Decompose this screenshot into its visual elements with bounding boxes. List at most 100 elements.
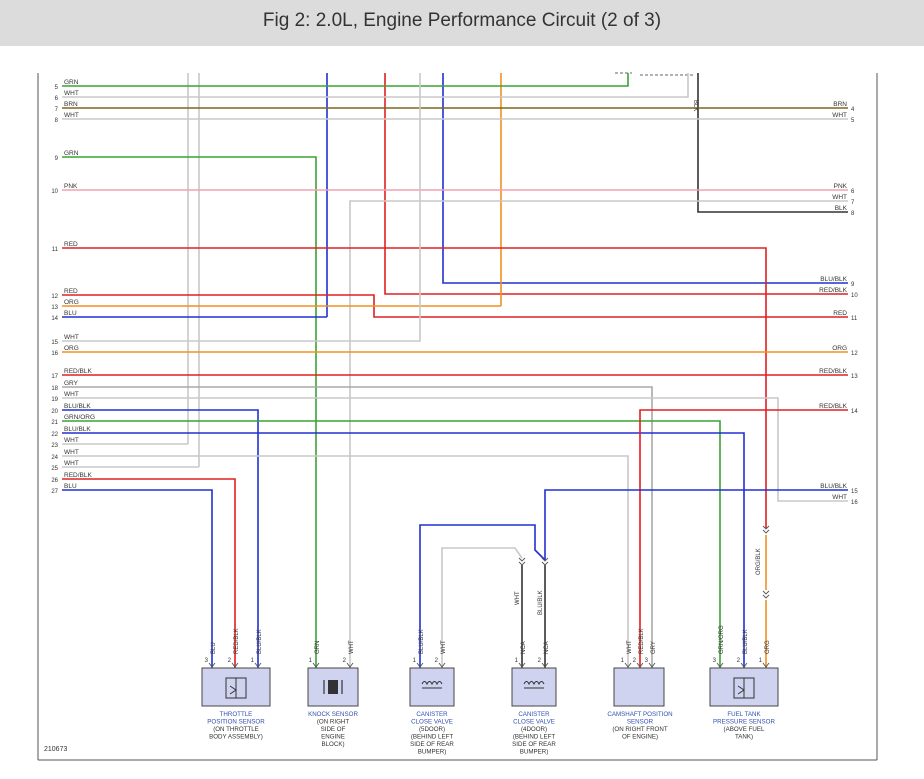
pin-number: 1 [251,658,255,664]
inline-label-nca-blublk: BLU/BLK [538,590,544,615]
title-bar: Fig 2: 2.0L, Engine Performance Circuit … [0,0,924,46]
left-pin-label: WHT [64,437,79,444]
right-pin-label: WHT [832,494,847,501]
pin-mark [740,662,748,668]
inline-label-orgblk: ORG/BLK [756,548,762,575]
pin-wire-label: NCA [544,641,550,654]
wire-can5-wht [441,547,523,668]
left-pin-label: WHT [64,334,79,341]
pin-wire-label: BLU/BLK [743,629,749,654]
connector-mark [762,590,770,595]
component-name: PRESSURE SENSOR [713,719,775,726]
pin-mark [716,662,724,668]
right-pin-label: WHT [832,194,847,201]
component-name: CAMSHAFT POSITION [607,711,672,718]
right-pin-number: 12 [851,351,858,357]
left-pin-number: 27 [51,489,58,495]
pin-number: 1 [515,658,519,664]
left-pin-number: 6 [55,96,59,102]
right-pin-number: 13 [851,374,858,380]
left-pin-label: GRN/ORG [64,414,95,421]
component-detail: (ABOVE FUEL [724,726,765,733]
left-pin-number: 19 [51,397,58,403]
wire-grn-5 [62,73,629,87]
pin-mark [231,662,239,668]
component-name: CANISTER [518,711,550,718]
pin-mark [208,662,216,668]
pin-wire-label: BLU/BLK [419,629,425,654]
wire-wht-24 [62,455,629,668]
pin-number: 1 [309,658,313,664]
left-pin-label: BLU [64,310,77,317]
left-pin-label: WHT [64,90,79,97]
pin-wire-label: BLU [211,642,217,654]
component-detail: (4DOOR) [521,726,547,733]
pin-number: 1 [621,658,625,664]
left-pin-number: 23 [51,443,58,449]
wire-red-blk-26 [62,478,236,668]
pin-mark [762,662,770,668]
pin-mark [624,662,632,668]
right-pin-label: RED/BLK [819,287,847,294]
right-pin-label: BLK [835,205,848,212]
knock-crystal [328,680,338,694]
connector-mark [541,557,549,562]
pin-number: 2 [633,658,637,664]
right-pin-label: RED [833,310,847,317]
right-pin-label: RED/BLK [819,368,847,375]
pin-mark [636,662,644,668]
component-name: CLOSE VALVE [411,719,453,726]
wire-wht-r7 [349,200,848,668]
component-detail: BUMPER) [418,749,447,756]
right-pin-label: RED/BLK [819,403,847,410]
left-pin-number: 5 [55,85,59,91]
left-pin-number: 13 [51,305,58,311]
left-pin-label: GRY [64,380,79,387]
right-pin-number: 15 [851,489,858,495]
wire-can5-blublk [419,524,546,668]
left-pin-number: 25 [51,466,58,472]
pin-number: 2 [538,658,542,664]
right-pin-label: BLU/BLK [820,483,847,490]
wire-gry-18 [62,386,653,668]
right-pin-number: 11 [851,316,858,322]
left-pin-label: RED/BLK [64,472,92,479]
pin-mark [346,662,354,668]
left-pin-number: 12 [51,294,58,300]
pin-number: 3 [713,658,717,664]
pin-number: 2 [737,658,741,664]
left-pin-number: 20 [51,409,58,415]
component-name: POSITION SENSOR [207,719,265,726]
left-pin-label: WHT [64,112,79,119]
wiper-arrow [229,685,237,695]
component-detail: SIDE OF [321,726,346,733]
right-pin-number: 16 [851,500,858,506]
wire-wht-15 [62,73,421,342]
right-pin-number: 4 [851,107,855,113]
right-pin-number: 9 [851,282,855,288]
component-name: THROTTLE [220,711,253,718]
left-pin-number: 21 [51,420,58,426]
left-pin-label: GRN [64,150,79,157]
fuel-wiper-arrow [737,685,745,695]
pin-mark [541,662,549,668]
right-pin-label: WHT [832,112,847,119]
pin-mark [254,662,262,668]
left-pin-number: 9 [55,156,59,162]
pin-mark [416,662,424,668]
left-pin-number: 15 [51,340,58,346]
component-detail: ENGINE [321,734,345,741]
right-pin-label: PNK [834,183,848,190]
wire-wht-6 [62,73,689,98]
component-detail: BUMPER) [520,749,549,756]
right-pin-number: 14 [851,409,858,415]
pin-wire-label: ORG [765,640,771,654]
component-detail: (BEHIND LEFT [411,734,454,741]
pin-mark [438,662,446,668]
connector-mark [518,557,526,562]
component-detail: SIDE OF REAR [410,741,454,748]
left-pin-number: 14 [51,316,58,322]
wire-blu-27 [62,489,213,668]
left-pin-number: 26 [51,478,58,484]
